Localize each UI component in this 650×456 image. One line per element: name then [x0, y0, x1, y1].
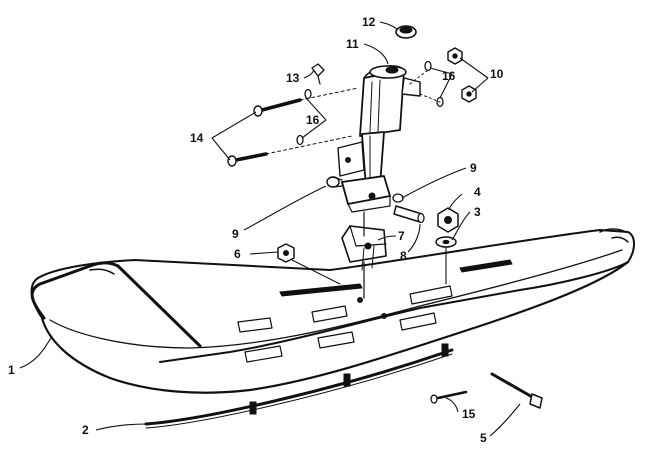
pivot-bushings: [326, 176, 404, 203]
callout-6: 6: [234, 247, 241, 261]
callout-9-upper: 9: [470, 161, 477, 175]
callout-9-lower: 9: [232, 227, 239, 241]
ski-body: [30, 228, 635, 394]
callout-2: 2: [82, 423, 89, 437]
callout-3: 3: [474, 205, 481, 219]
washers-left: [296, 88, 312, 146]
spindle-shock: [337, 65, 421, 213]
callout-4: 4: [474, 185, 481, 199]
small-bolt: [430, 390, 468, 404]
ski-handle-loop: [30, 261, 202, 348]
washers-right: [409, 60, 444, 108]
callout-11: 11: [346, 37, 359, 51]
callout-16-left: 16: [306, 113, 320, 127]
callout-5: 5: [480, 431, 487, 445]
callout-7: 7: [398, 229, 405, 243]
washer: [435, 236, 457, 285]
callout-8: 8: [400, 249, 407, 263]
nut: [437, 207, 459, 233]
leader-lines: [19, 21, 521, 437]
callout-16-right: 16: [442, 69, 456, 83]
callout-15: 15: [462, 407, 476, 421]
callout-12: 12: [362, 15, 376, 29]
callout-numbers: 1 2 3 4 5 6 7 8 9 9 10 11 12 13 14 15 16…: [8, 15, 504, 445]
pivot-pin: [393, 205, 425, 224]
side-nut: [277, 243, 341, 285]
callout-10: 10: [490, 67, 504, 81]
callout-14: 14: [190, 131, 204, 145]
lock-nuts: [447, 47, 477, 103]
wear-rod: [144, 343, 454, 429]
callout-1: 1: [8, 363, 15, 377]
callout-13: 13: [286, 71, 300, 85]
lower-bolt: [227, 135, 353, 167]
saddle-bracket: [341, 225, 387, 271]
upper-bolt: [253, 87, 359, 117]
long-bolt: [490, 372, 543, 409]
cap: [395, 25, 417, 39]
grease-fitting: [311, 63, 325, 85]
